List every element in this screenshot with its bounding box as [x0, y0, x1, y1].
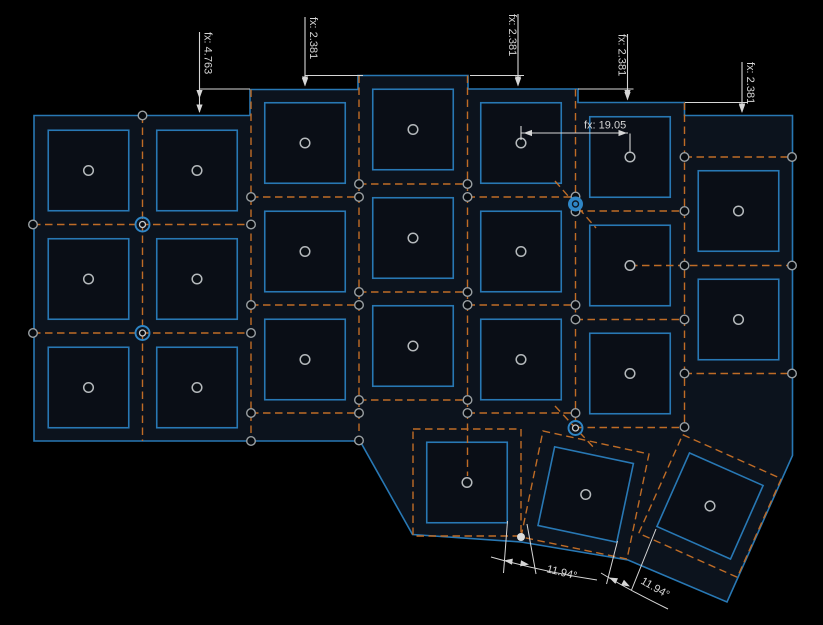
- construction-point[interactable]: [354, 300, 365, 311]
- construction-point[interactable]: [462, 287, 473, 298]
- construction-point[interactable]: [245, 436, 256, 447]
- construction-point[interactable]: [570, 408, 581, 419]
- dimension-label[interactable]: fx: 2.381: [744, 62, 756, 104]
- key-center-point[interactable]: [407, 340, 419, 352]
- dimension-label[interactable]: fx: 19.05: [584, 120, 626, 132]
- construction-point[interactable]: [354, 395, 365, 406]
- key-center-point[interactable]: [732, 313, 745, 326]
- construction-point[interactable]: [245, 408, 256, 419]
- construction-point[interactable]: [787, 151, 798, 162]
- dimension-extension-line: [503, 520, 508, 574]
- construction-point[interactable]: [679, 422, 690, 433]
- dimension-arrow: [514, 78, 522, 87]
- construction-point[interactable]: [245, 328, 256, 339]
- key-square[interactable]: [479, 318, 563, 401]
- key-center-point[interactable]: [624, 259, 636, 272]
- construction-point[interactable]: [462, 178, 473, 189]
- construction-point[interactable]: [245, 300, 256, 311]
- dimension-arrow: [196, 104, 203, 113]
- construction-point[interactable]: [354, 435, 365, 446]
- construction-point[interactable]: [354, 178, 365, 189]
- construction-point[interactable]: [28, 328, 39, 339]
- dimension-extension-line: [631, 528, 657, 591]
- dimension-label[interactable]: fx: 2.381: [616, 34, 628, 76]
- construction-point[interactable]: [679, 260, 690, 271]
- key-center-point[interactable]: [407, 123, 419, 136]
- construction-point[interactable]: [679, 205, 690, 216]
- dimension-arrow: [301, 78, 309, 87]
- dimension-arrow: [196, 90, 203, 99]
- key-center-point[interactable]: [82, 381, 95, 394]
- construction-point[interactable]: [354, 287, 365, 298]
- rotation-marker-center: [138, 220, 147, 229]
- key-center-point[interactable]: [704, 500, 717, 513]
- construction-point[interactable]: [28, 219, 39, 230]
- key-center-point[interactable]: [461, 476, 473, 489]
- construction-point[interactable]: [462, 395, 473, 406]
- rotation-marker-center: [571, 200, 580, 208]
- key-center-point[interactable]: [191, 273, 203, 285]
- key-center-point[interactable]: [191, 381, 203, 394]
- construction-point[interactable]: [462, 300, 473, 311]
- construction-box[interactable]: [412, 428, 522, 537]
- construction-point[interactable]: [679, 151, 690, 162]
- key-center-point[interactable]: [82, 273, 95, 285]
- key-center-point[interactable]: [191, 164, 203, 177]
- construction-point[interactable]: [137, 110, 148, 121]
- construction-point[interactable]: [462, 408, 473, 419]
- dimension-label[interactable]: fx: 2.381: [307, 17, 319, 59]
- dimension-arrow: [738, 104, 746, 113]
- dimension-arrow: [609, 577, 619, 584]
- construction-point[interactable]: [787, 260, 798, 271]
- key-center-point[interactable]: [299, 353, 311, 366]
- construction-point[interactable]: [570, 300, 581, 311]
- key-center-point[interactable]: [407, 232, 419, 244]
- dimension-arrow: [520, 560, 529, 567]
- dimension-arrow: [523, 129, 532, 137]
- dimension-label[interactable]: fx: 4.763: [202, 32, 214, 74]
- rotation-marker[interactable]: [567, 420, 584, 436]
- construction-point[interactable]: [354, 408, 365, 419]
- key-center-point[interactable]: [624, 367, 636, 380]
- dimension-arc: [600, 572, 669, 610]
- construction-point[interactable]: [679, 368, 690, 379]
- dimension-extension-line: [526, 523, 537, 575]
- rotation-marker-center: [138, 329, 147, 337]
- construction-point[interactable]: [462, 191, 473, 202]
- rotation-marker-center: [571, 424, 580, 432]
- construction-point[interactable]: [679, 314, 690, 325]
- dimension-arc: [490, 556, 598, 581]
- construction-point[interactable]: [787, 368, 798, 379]
- pivot-point[interactable]: [517, 533, 525, 541]
- dimension-arrow: [624, 92, 631, 101]
- key-center-point[interactable]: [624, 151, 636, 163]
- key-center-point[interactable]: [82, 164, 95, 177]
- key-center-point[interactable]: [732, 205, 745, 217]
- key-center-point[interactable]: [299, 245, 311, 258]
- key-center-point[interactable]: [299, 137, 311, 149]
- key-center-point[interactable]: [580, 488, 592, 501]
- construction-box[interactable]: [520, 430, 650, 560]
- rotation-marker[interactable]: [568, 196, 583, 212]
- construction-point[interactable]: [354, 191, 365, 202]
- dimension-label[interactable]: fx: 2.381: [506, 14, 518, 56]
- dimension-arrow: [621, 579, 630, 587]
- key-center-point[interactable]: [515, 245, 527, 258]
- construction-point[interactable]: [245, 219, 256, 230]
- dimension-arrow: [504, 558, 513, 565]
- construction-point[interactable]: [245, 191, 256, 202]
- rotation-marker[interactable]: [134, 216, 151, 233]
- key-center-point[interactable]: [515, 353, 527, 366]
- rotation-marker[interactable]: [134, 325, 151, 341]
- dimension-arrow: [618, 129, 627, 137]
- construction-point[interactable]: [570, 314, 581, 325]
